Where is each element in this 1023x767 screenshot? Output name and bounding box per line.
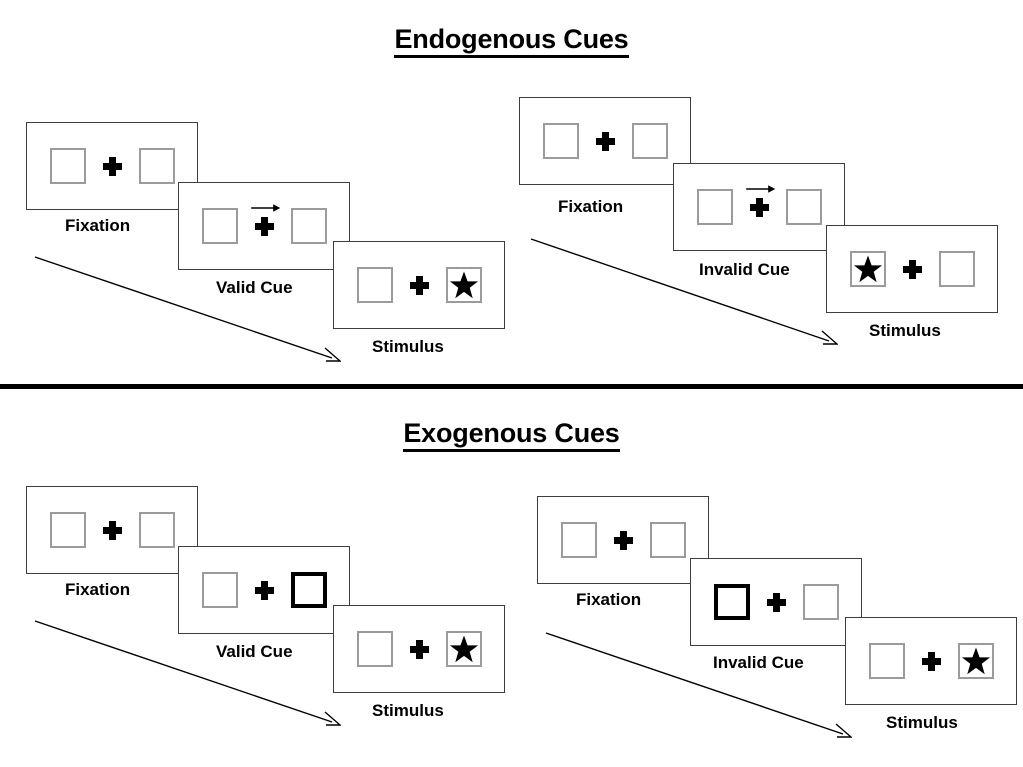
frame-caption-fixation: Fixation bbox=[576, 590, 642, 609]
box-row bbox=[542, 123, 668, 159]
plus-icon bbox=[595, 131, 615, 151]
stimulus-box-right-empty bbox=[138, 148, 175, 184]
stimulus-box-left-empty bbox=[696, 189, 733, 225]
stimulus-box-right-target bbox=[957, 643, 994, 679]
frame-caption-cue: Invalid Cue bbox=[699, 260, 790, 279]
plus-icon bbox=[409, 639, 429, 659]
box-row bbox=[49, 148, 175, 184]
stimulus-box-right-empty bbox=[649, 522, 686, 558]
frame-caption-fixation: Fixation bbox=[65, 580, 131, 599]
diagonal-arrow-icon bbox=[34, 620, 341, 726]
frame-caption-fixation: Fixation bbox=[65, 216, 131, 235]
box-row bbox=[849, 251, 975, 287]
trial-frame-fixation bbox=[537, 496, 709, 584]
plus-icon bbox=[902, 259, 922, 279]
trial-frame-cue bbox=[690, 558, 862, 646]
star-icon bbox=[449, 634, 479, 664]
stimulus-box-right-empty bbox=[938, 251, 975, 287]
arrow-right-icon bbox=[745, 183, 776, 195]
frame-content bbox=[334, 606, 504, 692]
plus-icon bbox=[409, 275, 429, 295]
section-title-0: Endogenous Cues bbox=[0, 24, 1023, 58]
frame-content bbox=[674, 164, 844, 250]
section-divider bbox=[0, 384, 1023, 389]
star-icon bbox=[449, 270, 479, 300]
frame-caption-stimulus: Stimulus bbox=[886, 713, 958, 732]
stimulus-box-left-empty bbox=[201, 572, 238, 608]
stimulus-box-left-empty bbox=[49, 148, 86, 184]
trial-frame-cue bbox=[178, 546, 350, 634]
box-row bbox=[356, 631, 482, 667]
plus-icon bbox=[613, 530, 633, 550]
diagonal-arrow-icon bbox=[530, 238, 838, 345]
box-row bbox=[696, 184, 822, 225]
trial-frame-cue bbox=[673, 163, 845, 251]
stimulus-box-right-empty bbox=[138, 512, 175, 548]
frame-content bbox=[846, 618, 1016, 704]
diagonal-arrow-icon bbox=[545, 632, 852, 738]
section-title-1: Exogenous Cues bbox=[0, 418, 1023, 452]
plus-icon bbox=[921, 651, 941, 671]
stimulus-box-left-empty bbox=[356, 267, 393, 303]
frame-content bbox=[334, 242, 504, 328]
plus-icon bbox=[766, 592, 786, 612]
stimulus-box-right-empty bbox=[631, 123, 668, 159]
frame-caption-cue: Valid Cue bbox=[216, 642, 293, 661]
frame-content bbox=[538, 497, 708, 583]
box-row bbox=[201, 572, 327, 608]
frame-content bbox=[691, 559, 861, 645]
frame-content bbox=[27, 487, 197, 573]
stimulus-box-right-target bbox=[445, 267, 482, 303]
trial-frame-cue bbox=[178, 182, 350, 270]
frame-caption-cue: Valid Cue bbox=[216, 278, 293, 297]
frame-content bbox=[520, 98, 690, 184]
star-icon bbox=[961, 646, 991, 676]
diagonal-arrow-icon bbox=[34, 256, 341, 362]
stimulus-box-left-empty bbox=[356, 631, 393, 667]
arrow-right-icon bbox=[250, 202, 281, 214]
plus-icon bbox=[254, 580, 274, 600]
frame-caption-stimulus: Stimulus bbox=[869, 321, 941, 340]
box-row bbox=[868, 643, 994, 679]
stimulus-box-right-empty bbox=[802, 584, 839, 620]
plus-icon bbox=[251, 203, 281, 236]
plus-icon bbox=[746, 184, 776, 217]
trial-frame-fixation bbox=[26, 122, 198, 210]
box-row bbox=[201, 203, 327, 244]
frame-content bbox=[179, 547, 349, 633]
trial-frame-stimulus bbox=[333, 241, 505, 329]
frame-caption-cue: Invalid Cue bbox=[713, 653, 804, 672]
star-icon bbox=[853, 254, 883, 284]
plus-icon bbox=[102, 156, 122, 176]
stimulus-box-left-empty bbox=[201, 208, 238, 244]
frame-content bbox=[27, 123, 197, 209]
section-title-text: Endogenous Cues bbox=[394, 24, 629, 58]
stimulus-box-left-empty bbox=[868, 643, 905, 679]
stimulus-box-left-cued bbox=[713, 584, 750, 620]
stimulus-box-left-empty bbox=[49, 512, 86, 548]
trial-frame-fixation bbox=[26, 486, 198, 574]
stimulus-box-right-empty bbox=[785, 189, 822, 225]
frame-caption-fixation: Fixation bbox=[558, 197, 624, 216]
box-row bbox=[356, 267, 482, 303]
trial-frame-stimulus bbox=[826, 225, 998, 313]
stimulus-box-right-empty bbox=[290, 208, 327, 244]
frame-content bbox=[827, 226, 997, 312]
stimulus-box-left-empty bbox=[560, 522, 597, 558]
trial-frame-stimulus bbox=[845, 617, 1017, 705]
trial-frame-stimulus bbox=[333, 605, 505, 693]
stimulus-box-right-target bbox=[445, 631, 482, 667]
frame-content bbox=[179, 183, 349, 269]
trial-frame-fixation bbox=[519, 97, 691, 185]
section-title-text: Exogenous Cues bbox=[403, 418, 620, 452]
box-row bbox=[560, 522, 686, 558]
box-row bbox=[49, 512, 175, 548]
stimulus-box-right-cued bbox=[290, 572, 327, 608]
stimulus-box-left-target bbox=[849, 251, 886, 287]
plus-icon bbox=[102, 520, 122, 540]
box-row bbox=[713, 584, 839, 620]
frame-caption-stimulus: Stimulus bbox=[372, 701, 444, 720]
frame-caption-stimulus: Stimulus bbox=[372, 337, 444, 356]
stimulus-box-left-empty bbox=[542, 123, 579, 159]
